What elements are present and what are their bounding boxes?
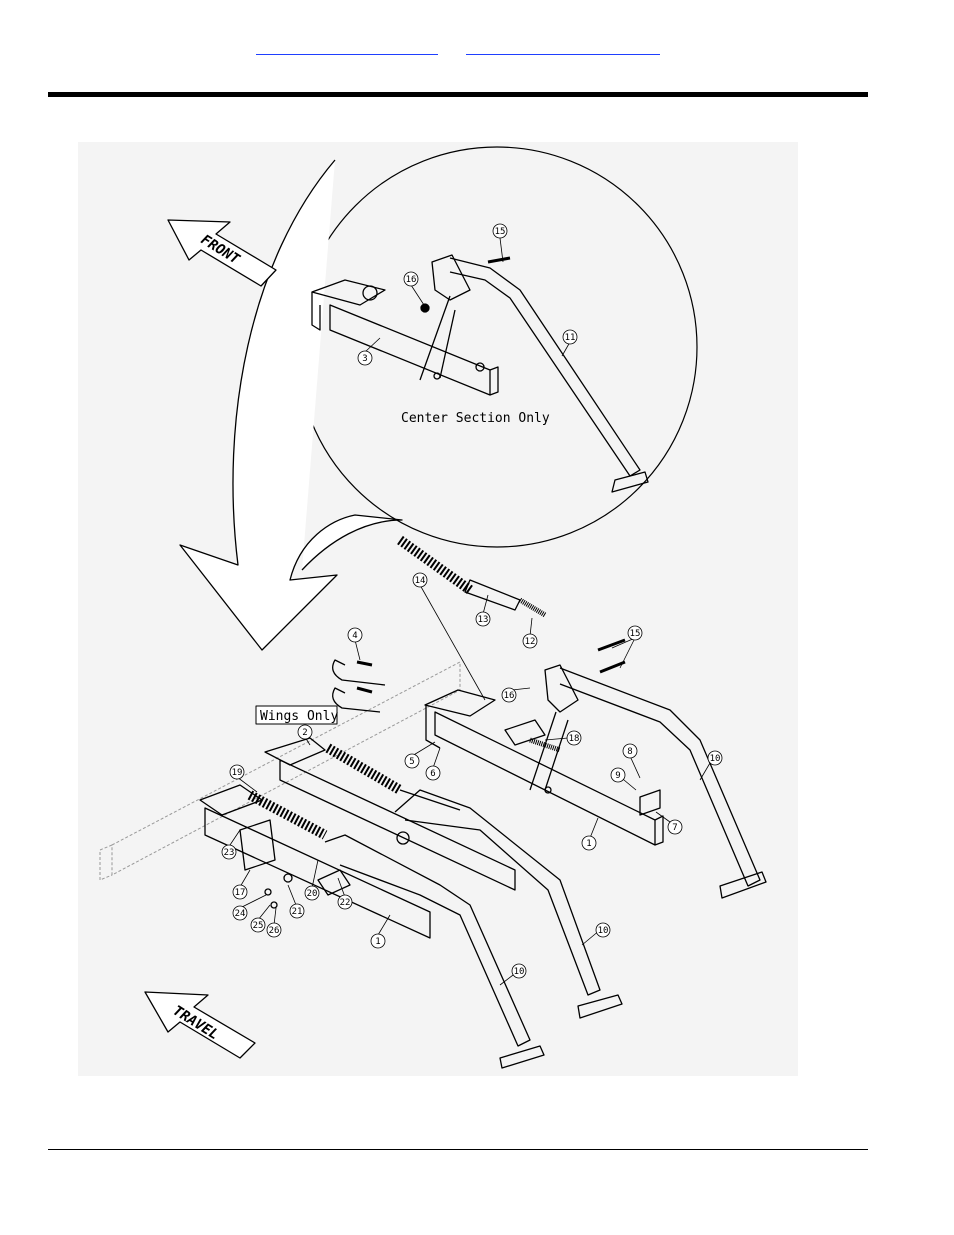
wings-only-note: Wings Only bbox=[260, 709, 338, 724]
callout-2: 2 bbox=[302, 728, 307, 738]
callout-5: 5 bbox=[409, 757, 414, 767]
callout-4: 4 bbox=[352, 631, 357, 641]
callout-8: 8 bbox=[627, 747, 632, 757]
callout-16: 16 bbox=[406, 275, 417, 285]
callout-6: 6 bbox=[430, 769, 435, 779]
callout-1: 1 bbox=[586, 839, 591, 849]
u-bolt bbox=[333, 660, 385, 712]
callout-26: 26 bbox=[269, 926, 280, 936]
callout-13: 13 bbox=[478, 615, 489, 625]
callout-22: 22 bbox=[340, 898, 351, 908]
callout-25: 25 bbox=[253, 921, 264, 931]
callout-16: 16 bbox=[504, 691, 515, 701]
main-assembly-middle bbox=[265, 738, 622, 1018]
callout-15: 15 bbox=[495, 227, 506, 237]
detail-center-section bbox=[312, 255, 648, 492]
callout-11: 11 bbox=[565, 333, 576, 343]
callout-20: 20 bbox=[307, 889, 318, 899]
callout-24: 24 bbox=[235, 909, 246, 919]
callout-1: 1 bbox=[375, 937, 380, 947]
callout-23: 23 bbox=[224, 848, 235, 858]
callout-7: 7 bbox=[672, 823, 677, 833]
callout-18: 18 bbox=[569, 734, 580, 744]
callout-21: 21 bbox=[292, 907, 303, 917]
callout-17: 17 bbox=[235, 888, 246, 898]
center-section-note: Center Section Only bbox=[401, 411, 550, 426]
callout-15: 15 bbox=[630, 629, 641, 639]
callout-12: 12 bbox=[525, 637, 536, 647]
callout-14: 14 bbox=[415, 576, 426, 586]
callout-9: 9 bbox=[615, 771, 620, 781]
callout-19: 19 bbox=[232, 768, 243, 778]
callout-3: 3 bbox=[362, 354, 367, 364]
detail-circle bbox=[297, 147, 697, 547]
callout-10: 10 bbox=[514, 967, 525, 977]
callout-10: 10 bbox=[598, 926, 609, 936]
callout-10: 10 bbox=[710, 754, 721, 764]
